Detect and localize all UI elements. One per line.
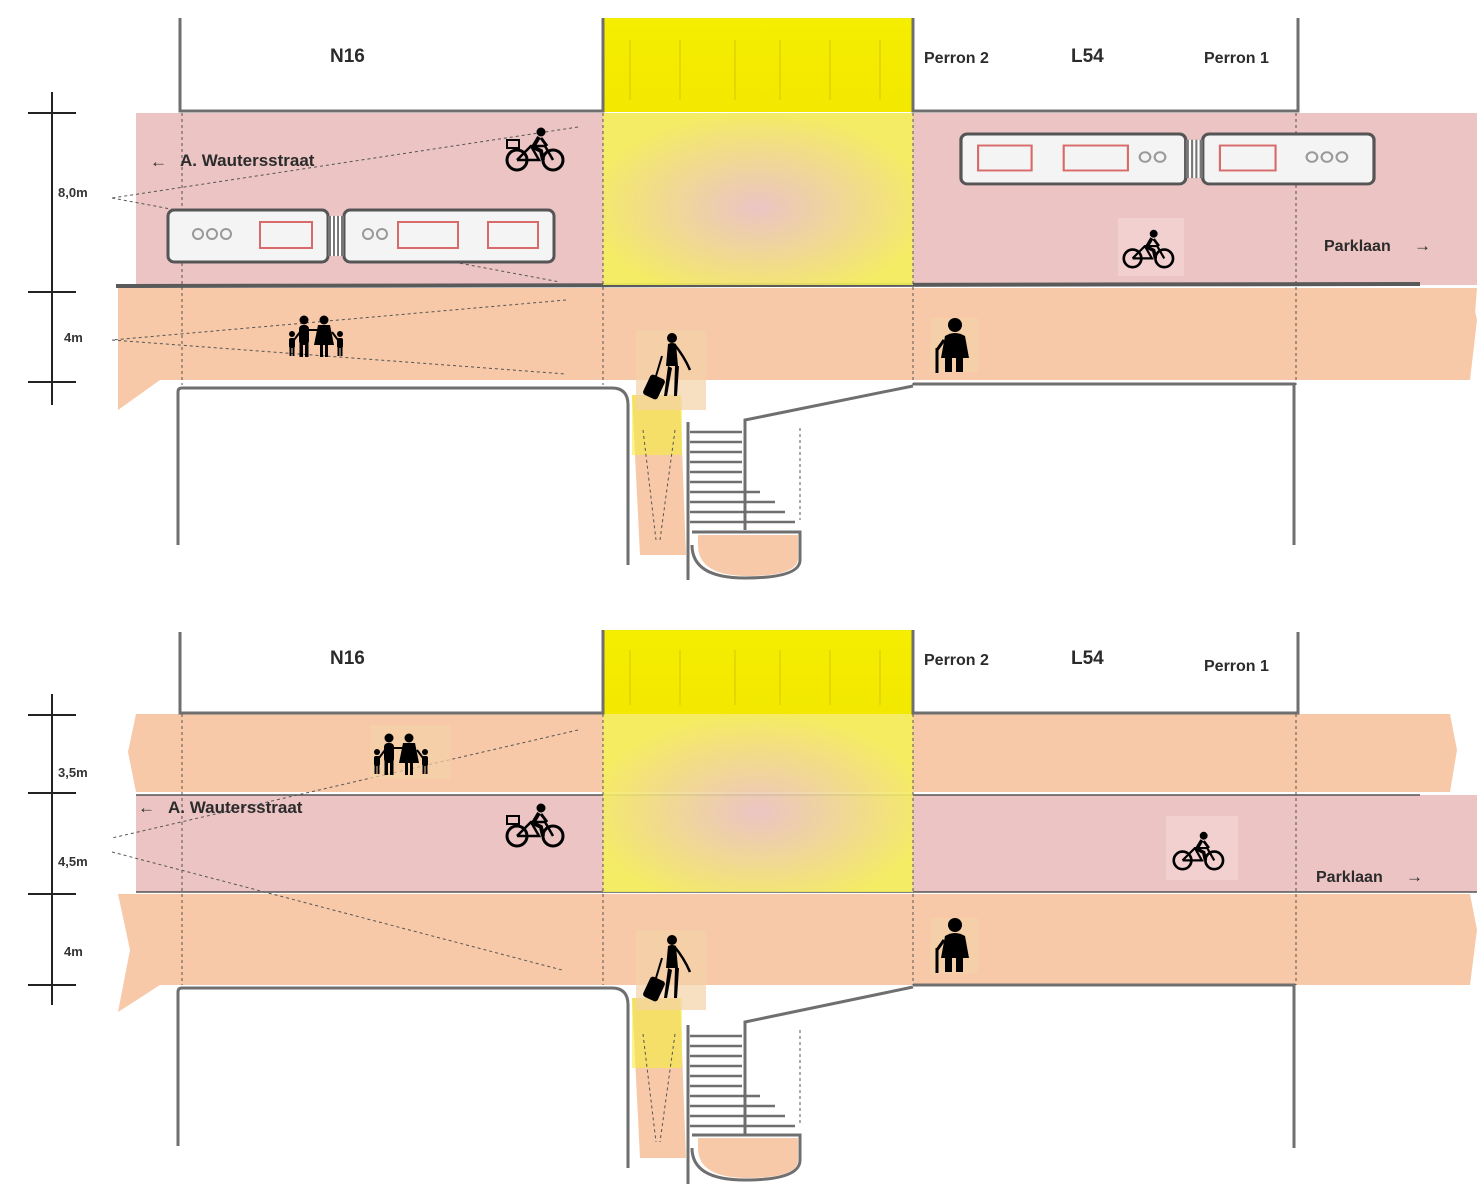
- arrow-right-icon: →: [1414, 236, 1431, 255]
- dimension-label: 4,5m: [58, 854, 88, 869]
- arrow-right-icon: →: [1406, 867, 1423, 886]
- street-right-label: Parklaan: [1324, 238, 1391, 255]
- panel-top: 8,0m 4m N16 Perron 2 L54 Perron 1 ← A. W…: [28, 18, 1477, 580]
- street-left-label: A. Wautersstraat: [168, 798, 303, 817]
- tunnel-glow: [603, 113, 913, 285]
- panel-bottom: 3,5m 4,5m 4m N16 Perron 2 L54 Perron 1 ←…: [28, 630, 1477, 1184]
- arrow-left-icon: ←: [138, 798, 155, 817]
- perron1-label: Perron 1: [1204, 50, 1269, 67]
- building-outline: [176, 18, 1300, 580]
- tunnel-roof: [603, 630, 913, 714]
- bus-icon: [959, 132, 1376, 186]
- tunnel-roof: [603, 18, 913, 112]
- perron1-label: Perron 1: [1204, 658, 1269, 675]
- bus-icon: [166, 208, 556, 264]
- building-outline: [176, 630, 1300, 1184]
- tunnel-glow: [603, 714, 913, 892]
- dimension-label: 8,0m: [58, 185, 88, 200]
- perron2-label: Perron 2: [924, 50, 989, 67]
- street-left-label: A. Wautersstraat: [180, 151, 315, 170]
- dimension-label: 3,5m: [58, 765, 88, 780]
- street-right-label: Parklaan: [1316, 869, 1383, 886]
- stairs-icon: [690, 430, 795, 524]
- l54-label: L54: [1071, 46, 1104, 67]
- n16-label: N16: [330, 46, 365, 67]
- dimension-label: 4m: [64, 330, 83, 345]
- sidewalk-band: [118, 894, 1477, 1012]
- n16-label: N16: [330, 648, 365, 669]
- dimension-label: 4m: [64, 944, 83, 959]
- perron2-label: Perron 2: [924, 652, 989, 669]
- l54-label: L54: [1071, 648, 1104, 669]
- dimension-bar: [28, 694, 76, 1005]
- arrow-left-icon: ←: [150, 152, 167, 171]
- dimension-bar: [28, 92, 76, 405]
- stairs-icon: [690, 1034, 795, 1128]
